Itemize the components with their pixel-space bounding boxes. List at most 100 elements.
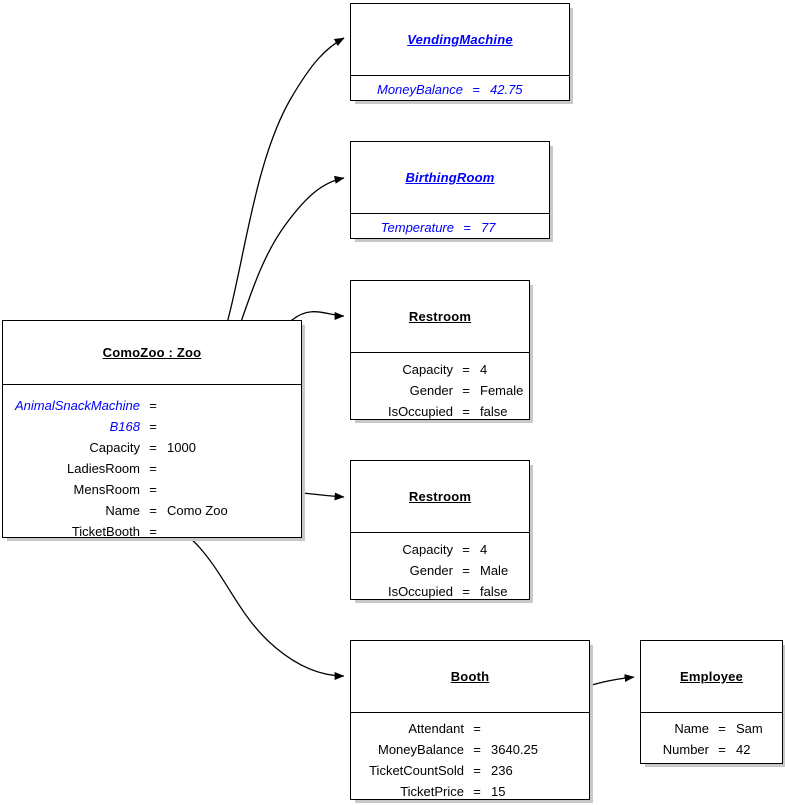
attribute-equals: = xyxy=(473,763,481,778)
object-title: Booth xyxy=(450,669,490,684)
attribute-row: LadiesRoom = xyxy=(3,458,301,479)
attribute-equals: = xyxy=(462,404,470,419)
attribute-value: 4 xyxy=(480,542,488,557)
attribute-equals: = xyxy=(718,742,726,757)
attribute-name: Capacity xyxy=(402,542,453,557)
attribute-name: IsOccupied xyxy=(387,404,453,419)
attribute-value: false xyxy=(480,404,508,419)
object-title: ComoZoo : Zoo xyxy=(102,345,202,360)
attribute-row: Gender = Female xyxy=(351,380,529,401)
attribute-value: 3640.25 xyxy=(491,742,538,757)
object-box-birthing-room[interactable]: BirthingRoom Temperature = 77 xyxy=(350,141,550,239)
attribute-value: 77 xyxy=(481,220,496,235)
attribute-row: Gender = Male xyxy=(351,560,529,581)
attribute-equals: = xyxy=(718,721,726,736)
attribute-equals: = xyxy=(473,721,481,736)
object-title: Restroom xyxy=(408,309,472,324)
attribute-equals: = xyxy=(473,742,481,757)
attribute-value: 236 xyxy=(491,763,513,778)
object-attributes: AnimalSnackMachine = B168 = Capacity = 1… xyxy=(3,385,301,542)
object-title-section: BirthingRoom xyxy=(351,142,549,214)
attribute-row: Name = Como Zoo xyxy=(3,500,301,521)
object-title-section: Booth xyxy=(351,641,589,713)
attribute-value: 42 xyxy=(736,742,751,757)
attribute-equals: = xyxy=(472,82,480,97)
attribute-name: TicketCountSold xyxy=(369,763,464,778)
attribute-value: false xyxy=(480,584,508,599)
object-attributes: Attendant = MoneyBalance = 3640.25 Ticke… xyxy=(351,713,589,802)
object-title-section: Restroom xyxy=(351,281,529,353)
object-attributes: Temperature = 77 xyxy=(351,214,549,238)
attribute-equals: = xyxy=(149,461,157,476)
attribute-equals: = xyxy=(462,362,470,377)
object-attributes: Capacity = 4 Gender = Female IsOccupied … xyxy=(351,353,529,422)
attribute-value: 4 xyxy=(480,362,488,377)
attribute-row: TicketPrice = 15 xyxy=(351,781,589,802)
attribute-row: MoneyBalance = 42.75 xyxy=(351,79,569,100)
object-title: VendingMachine xyxy=(407,32,513,47)
attribute-row: Name = Sam xyxy=(641,718,782,739)
attribute-value: Male xyxy=(480,563,509,578)
attribute-value: 1000 xyxy=(167,440,196,455)
attribute-value: 15 xyxy=(491,784,506,799)
object-box-employee[interactable]: Employee Name = Sam Number = 42 xyxy=(640,640,783,764)
attribute-name: Attendant xyxy=(408,721,464,736)
object-box-vending-machine[interactable]: VendingMachine MoneyBalance = 42.75 xyxy=(350,3,570,101)
attribute-equals: = xyxy=(149,524,157,539)
attribute-name: Name xyxy=(674,721,709,736)
object-box-restroom-female[interactable]: Restroom Capacity = 4 Gender = Female Is… xyxy=(350,280,530,420)
attribute-equals: = xyxy=(149,482,157,497)
object-title-section: Employee xyxy=(641,641,782,713)
attribute-name: Temperature xyxy=(380,220,454,235)
attribute-row: Capacity = 1000 xyxy=(3,437,301,458)
attribute-row: IsOccupied = false xyxy=(351,401,529,422)
attribute-equals: = xyxy=(462,542,470,557)
attribute-row: AnimalSnackMachine = xyxy=(3,395,301,416)
attribute-value: 42.75 xyxy=(490,82,523,97)
attribute-name: LadiesRoom xyxy=(67,461,140,476)
attribute-row: Number = 42 xyxy=(641,739,782,760)
attribute-row: TicketBooth = xyxy=(3,521,301,542)
object-attributes: Capacity = 4 Gender = Male IsOccupied = … xyxy=(351,533,529,602)
attribute-row: Capacity = 4 xyxy=(351,539,529,560)
attribute-row: Capacity = 4 xyxy=(351,359,529,380)
attribute-equals: = xyxy=(149,419,157,434)
attribute-row: Temperature = 77 xyxy=(351,217,549,238)
attribute-name: B168 xyxy=(109,419,140,434)
object-box-booth[interactable]: Booth Attendant = MoneyBalance = 3640.25… xyxy=(350,640,590,800)
object-title-section: Restroom xyxy=(351,461,529,533)
attribute-name: AnimalSnackMachine xyxy=(14,398,140,413)
attribute-equals: = xyxy=(473,784,481,799)
attribute-name: Capacity xyxy=(89,440,140,455)
object-title-section: VendingMachine xyxy=(351,4,569,76)
attribute-value: Como Zoo xyxy=(167,503,228,518)
attribute-equals: = xyxy=(462,563,470,578)
attribute-name: MoneyBalance xyxy=(377,82,463,97)
object-title-section: ComoZoo : Zoo xyxy=(3,321,301,385)
link-ticketbooth xyxy=(155,526,345,680)
attribute-row: B168 = xyxy=(3,416,301,437)
attribute-name: Capacity xyxy=(402,362,453,377)
attribute-row: MoneyBalance = 3640.25 xyxy=(351,739,589,760)
attribute-equals: = xyxy=(462,584,470,599)
attribute-value: Sam xyxy=(736,721,763,736)
attribute-name: IsOccupied xyxy=(387,584,453,599)
attribute-name: Number xyxy=(662,742,709,757)
attribute-equals: = xyxy=(463,220,471,235)
attribute-row: IsOccupied = false xyxy=(351,581,529,602)
attribute-row: Attendant = xyxy=(351,718,589,739)
attribute-value: Female xyxy=(480,383,524,398)
attribute-name: Gender xyxy=(409,383,453,398)
attribute-name: TicketPrice xyxy=(400,784,464,799)
object-box-como-zoo[interactable]: ComoZoo : Zoo AnimalSnackMachine = B168 … xyxy=(2,320,302,539)
object-attributes: MoneyBalance = 42.75 xyxy=(351,76,569,100)
attribute-equals: = xyxy=(149,440,157,455)
attribute-name: Gender xyxy=(409,563,453,578)
object-box-restroom-male[interactable]: Restroom Capacity = 4 Gender = Male IsOc… xyxy=(350,460,530,600)
attribute-name: Name xyxy=(105,503,140,518)
object-title: Employee xyxy=(679,669,743,684)
attribute-name: MoneyBalance xyxy=(378,742,464,757)
attribute-equals: = xyxy=(149,398,157,413)
attribute-name: TicketBooth xyxy=(71,524,140,539)
